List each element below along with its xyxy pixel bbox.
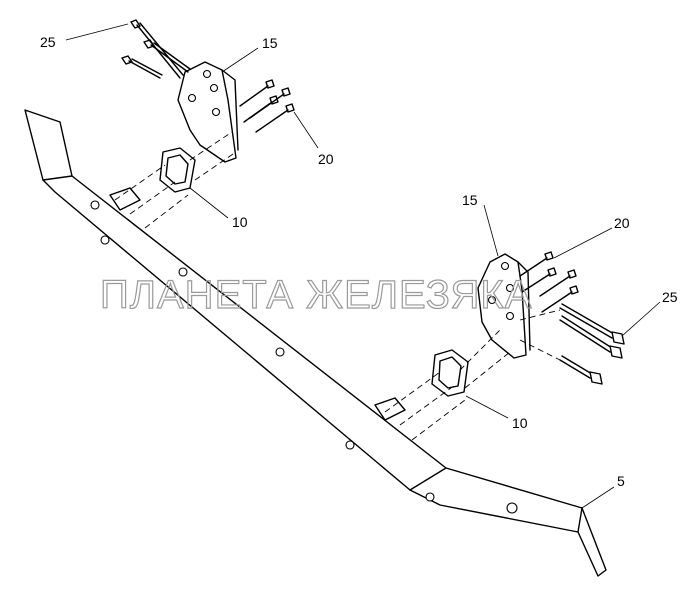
label-screw-left: 20: [318, 151, 334, 167]
label-spacer-left: 10: [232, 214, 248, 230]
spacer-left-part-10: [159, 147, 196, 193]
bracket-right-part-15: [477, 253, 531, 359]
bolts-right-part-25: [559, 303, 625, 385]
label-bolt-top: 25: [40, 34, 56, 50]
beam-part-5: [24, 109, 607, 577]
watermark-text: ПЛАНЕТА ЖЕЛЕЗЯКА: [100, 273, 532, 317]
bracket-left-part-15: [177, 61, 239, 163]
label-spacer-right: 10: [512, 415, 528, 431]
leader-lines: [65, 23, 661, 509]
bolts-top-part-25: [121, 19, 191, 79]
screws-right-part-20: [519, 251, 579, 313]
label-screw-right: 20: [614, 215, 630, 231]
assembly-dashed-lines: [114, 131, 561, 441]
spacer-right-part-10: [431, 349, 469, 397]
label-bracket-right: 15: [462, 192, 478, 208]
label-beam: 5: [617, 473, 625, 489]
label-bolt-right: 25: [662, 289, 678, 305]
label-bracket-left: 15: [262, 35, 278, 51]
screws-left-part-20: [239, 79, 295, 133]
